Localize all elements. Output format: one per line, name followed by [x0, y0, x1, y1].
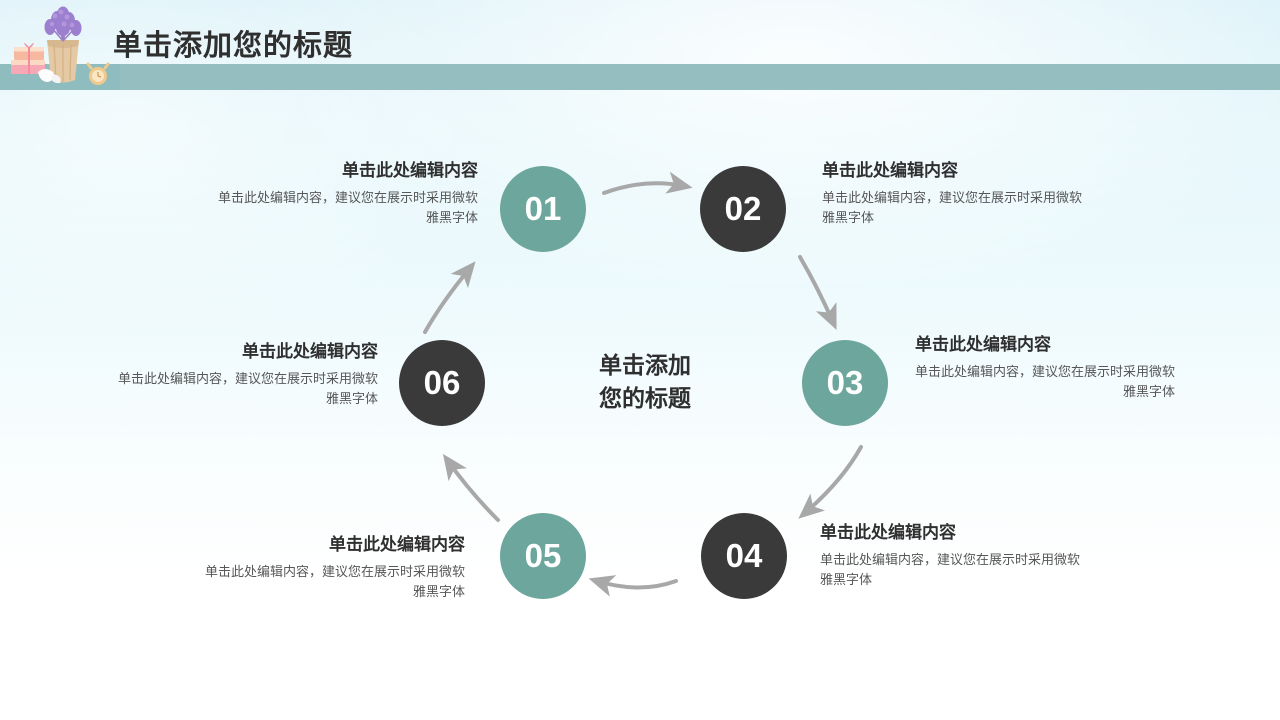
arrow-01-02: [602, 171, 693, 195]
step-circle-06[interactable]: 06: [399, 340, 485, 426]
step-heading-02: 单击此处编辑内容: [822, 161, 958, 180]
step-text-04: 单击此处编辑内容 单击此处编辑内容，建议您在展示时采用微软雅黑字体: [820, 522, 1080, 591]
arrow-02-03: [798, 255, 837, 331]
step-body-05: 单击此处编辑内容，建议您在展示时采用微软雅黑字体: [205, 564, 466, 600]
step-body-02: 单击此处编辑内容，建议您在展示时采用微软雅黑字体: [822, 190, 1083, 226]
step-body-01: 单击此处编辑内容，建议您在展示时采用微软雅黑字体: [218, 190, 479, 226]
center-title-line2: 您的标题: [599, 385, 691, 412]
step-circle-03[interactable]: 03: [802, 340, 888, 426]
arrow-05-06: [442, 453, 500, 522]
step-heading-05: 单击此处编辑内容: [329, 535, 465, 554]
step-body-04: 单击此处编辑内容，建议您在展示时采用微软雅黑字体: [820, 552, 1081, 588]
step-circle-04[interactable]: 04: [701, 513, 787, 599]
arrow-04-05: [588, 575, 678, 597]
page-title: 单击添加您的标题: [113, 30, 354, 62]
step-number-01: 01: [524, 190, 562, 227]
step-body-03: 单击此处编辑内容，建议您在展示时采用微软雅黑字体: [915, 364, 1176, 400]
step-text-06: 单击此处编辑内容 单击此处编辑内容，建议您在展示时采用微软雅黑字体: [118, 341, 378, 410]
step-text-02: 单击此处编辑内容 单击此处编辑内容，建议您在展示时采用微软雅黑字体: [822, 160, 1082, 229]
step-heading-03: 单击此处编辑内容: [915, 335, 1051, 354]
arrow-03-04: [798, 445, 863, 519]
step-number-05: 05: [524, 537, 562, 574]
step-number-02: 02: [724, 190, 762, 227]
step-heading-06: 单击此处编辑内容: [242, 342, 378, 361]
center-title: 单击添加 您的标题: [560, 349, 730, 416]
step-body-06: 单击此处编辑内容，建议您在展示时采用微软雅黑字体: [118, 371, 379, 407]
step-circle-02[interactable]: 02: [700, 166, 786, 252]
lavender-gift-illustration: [0, 6, 120, 90]
arrow-06-01: [423, 261, 476, 334]
step-circle-05[interactable]: 05: [500, 513, 586, 599]
step-heading-01: 单击此处编辑内容: [342, 161, 478, 180]
step-text-03: 单击此处编辑内容 单击此处编辑内容，建议您在展示时采用微软雅黑字体: [915, 334, 1175, 403]
center-title-line1: 单击添加: [599, 352, 691, 378]
header-bar: [0, 64, 1280, 90]
step-number-04: 04: [725, 537, 763, 574]
step-number-03: 03: [826, 364, 864, 401]
step-text-05: 单击此处编辑内容 单击此处编辑内容，建议您在展示时采用微软雅黑字体: [205, 534, 465, 603]
step-circle-01[interactable]: 01: [500, 166, 586, 252]
step-heading-04: 单击此处编辑内容: [820, 523, 956, 542]
step-text-01: 单击此处编辑内容 单击此处编辑内容，建议您在展示时采用微软雅黑字体: [218, 160, 478, 229]
step-number-06: 06: [423, 364, 461, 401]
